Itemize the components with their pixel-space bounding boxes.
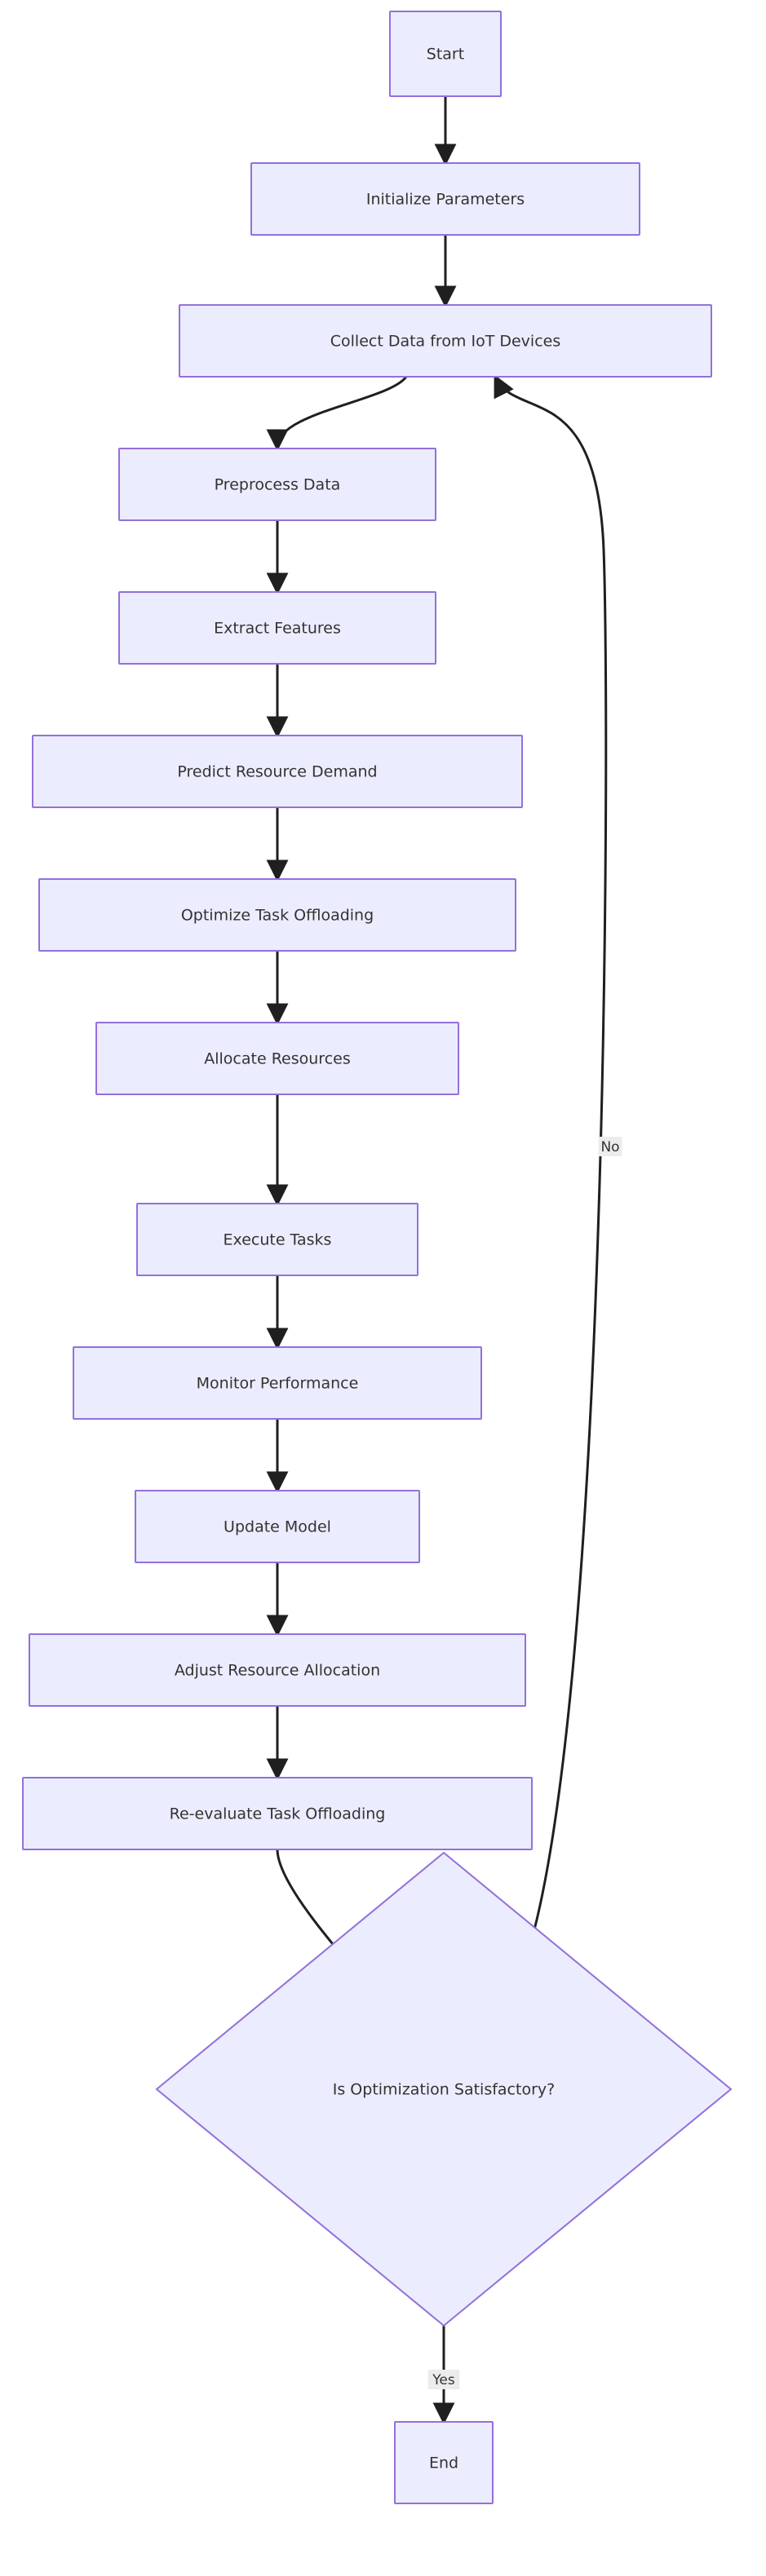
edge-label-yes: Yes [427, 2370, 460, 2389]
node-decision[interactable]: Is Optimization Satisfactory? [155, 1851, 733, 2327]
node-shape-rect [118, 591, 436, 665]
edge-label-yes-text: Yes [432, 2372, 455, 2388]
edge-collect-to-preprocess [266, 376, 408, 452]
edge-label-no: No [598, 1137, 622, 1156]
node-init[interactable]: Initialize Parameters [250, 162, 640, 236]
node-label-adjust: Adjust Resource Allocation [175, 1662, 380, 1680]
edge-label-no-text: No [600, 1139, 619, 1155]
node-label-optimize: Optimize Task Offloading [181, 907, 374, 925]
node-label-init: Initialize Parameters [366, 191, 525, 209]
node-monitor[interactable]: Monitor Performance [73, 1346, 482, 1420]
node-shape-rect [32, 735, 523, 808]
node-predict[interactable]: Predict Resource Demand [32, 735, 523, 808]
edge-label-yes-bg [427, 2370, 460, 2389]
node-end[interactable]: End [394, 2421, 494, 2504]
node-shape-rect [38, 878, 516, 952]
node-label-monitor: Monitor Performance [197, 1375, 359, 1393]
node-shape-rect [250, 162, 640, 236]
node-adjust[interactable]: Adjust Resource Allocation [29, 1633, 526, 1707]
node-shape-rect [394, 2421, 494, 2504]
node-label-collect: Collect Data from IoT Devices [330, 333, 561, 351]
node-shape-rect [179, 304, 712, 378]
node-label-extract: Extract Features [214, 620, 341, 638]
node-extract[interactable]: Extract Features [118, 591, 436, 665]
node-label-decision: Is Optimization Satisfactory? [333, 2081, 555, 2099]
node-allocate[interactable]: Allocate Resources [95, 1022, 459, 1095]
node-reeval[interactable]: Re-evaluate Task Offloading [22, 1777, 533, 1850]
node-shape-rect [389, 11, 502, 97]
node-label-start: Start [427, 46, 464, 64]
node-shape-rect [136, 1203, 418, 1276]
node-shape-rect [135, 1490, 420, 1563]
node-execute[interactable]: Execute Tasks [136, 1203, 418, 1276]
node-label-preprocess: Preprocess Data [215, 476, 341, 494]
node-label-end: End [429, 2454, 458, 2472]
node-update[interactable]: Update Model [135, 1490, 420, 1563]
edge-label-no-bg [598, 1137, 622, 1156]
node-shape-rect [22, 1777, 533, 1850]
node-optimize[interactable]: Optimize Task Offloading [38, 878, 516, 952]
node-label-predict: Predict Resource Demand [177, 763, 377, 781]
node-preprocess[interactable]: Preprocess Data [118, 448, 436, 521]
node-shape-rect [95, 1022, 459, 1095]
node-label-allocate: Allocate Resources [204, 1050, 350, 1068]
node-label-update: Update Model [224, 1518, 331, 1536]
node-shape-diamond [155, 1851, 733, 2327]
edge-decision-to-collect [494, 374, 608, 2016]
node-shape-rect [29, 1633, 526, 1707]
node-start[interactable]: Start [389, 11, 502, 97]
node-collect[interactable]: Collect Data from IoT Devices [179, 304, 712, 378]
node-shape-rect [73, 1346, 482, 1420]
node-shape-rect [118, 448, 436, 521]
node-label-execute: Execute Tasks [224, 1231, 332, 1249]
node-label-reeval: Re-evaluate Task Offloading [170, 1805, 386, 1823]
